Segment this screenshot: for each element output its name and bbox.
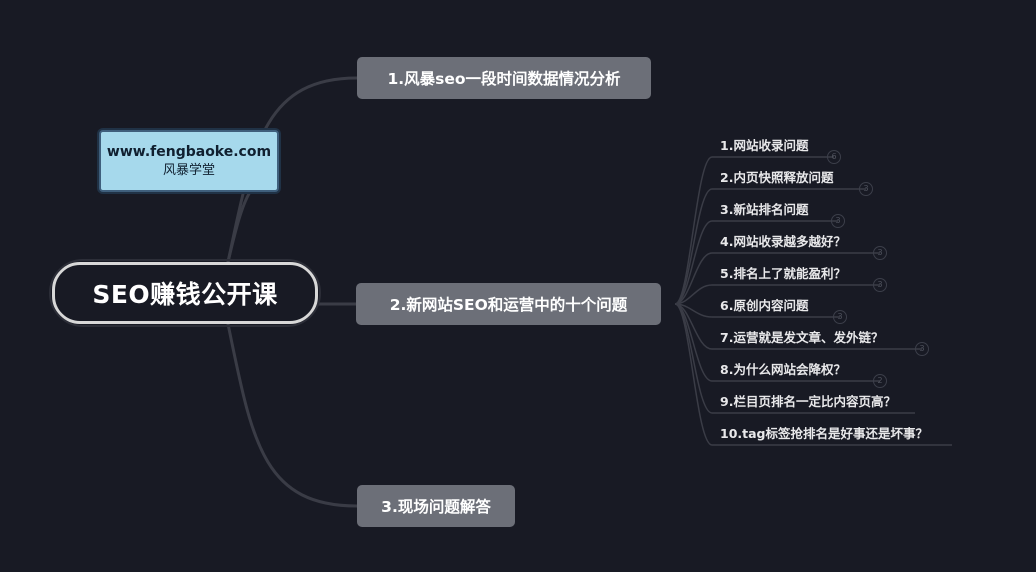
subtopic-item[interactable]: 6.原创内容问题 xyxy=(720,298,809,313)
subtopic-item[interactable]: 9.栏目页排名一定比内容页高？ xyxy=(720,394,896,409)
collapse-count-badge[interactable]: 3 xyxy=(831,214,845,228)
collapse-count-badge[interactable]: 3 xyxy=(833,310,847,324)
website-callout: www.fengbaoke.com 风暴学堂 xyxy=(99,130,279,192)
root-topic[interactable]: SEO赚钱公开课 xyxy=(49,259,321,327)
subtopic-item[interactable]: 3.新站排名问题 xyxy=(720,202,809,217)
collapse-count-badge[interactable]: 3 xyxy=(915,342,929,356)
subtopic-connector xyxy=(674,284,880,305)
collapse-count-badge[interactable]: 3 xyxy=(873,246,887,260)
connector-root-branch3 xyxy=(226,322,359,508)
subtopic-item[interactable]: 8.为什么网站会降权？ xyxy=(720,362,846,377)
branch-live-qa[interactable]: 3.现场问题解答 xyxy=(357,485,515,527)
subtopic-item[interactable]: 10.tag标签抢排名是好事还是坏事？ xyxy=(720,426,929,441)
collapse-count-badge[interactable]: 2 xyxy=(873,374,887,388)
connector-root-callout xyxy=(226,190,252,264)
branch-data-analysis[interactable]: 1.风暴seo一段时间数据情况分析 xyxy=(357,57,651,99)
subtopic-item[interactable]: 5.排名上了就能盈利？ xyxy=(720,266,846,281)
branch-ten-questions[interactable]: 2.新网站SEO和运营中的十个问题 xyxy=(356,283,661,325)
subtopic-item[interactable]: 4.网站收录越多越好？ xyxy=(720,234,846,249)
callout-name: 风暴学堂 xyxy=(162,162,215,178)
subtopic-connector xyxy=(674,220,838,305)
collapse-count-badge[interactable]: 3 xyxy=(873,278,887,292)
subtopic-connector xyxy=(674,156,834,305)
subtopic-item[interactable]: 2.内页快照释放问题 xyxy=(720,170,834,185)
callout-url[interactable]: www.fengbaoke.com xyxy=(106,143,272,160)
subtopic-connector xyxy=(674,303,952,446)
subtopic-item[interactable]: 1.网站收录问题 xyxy=(720,138,809,153)
subtopic-connector xyxy=(674,188,866,305)
collapse-count-badge[interactable]: 6 xyxy=(827,150,841,164)
collapse-count-badge[interactable]: 3 xyxy=(859,182,873,196)
subtopic-item[interactable]: 7.运营就是发文章、发外链？ xyxy=(720,330,884,345)
subtopic-connector xyxy=(674,303,922,350)
connector-root-branch1 xyxy=(226,76,359,264)
subtopic-connector xyxy=(674,303,840,318)
subtopic-connector xyxy=(674,252,880,305)
